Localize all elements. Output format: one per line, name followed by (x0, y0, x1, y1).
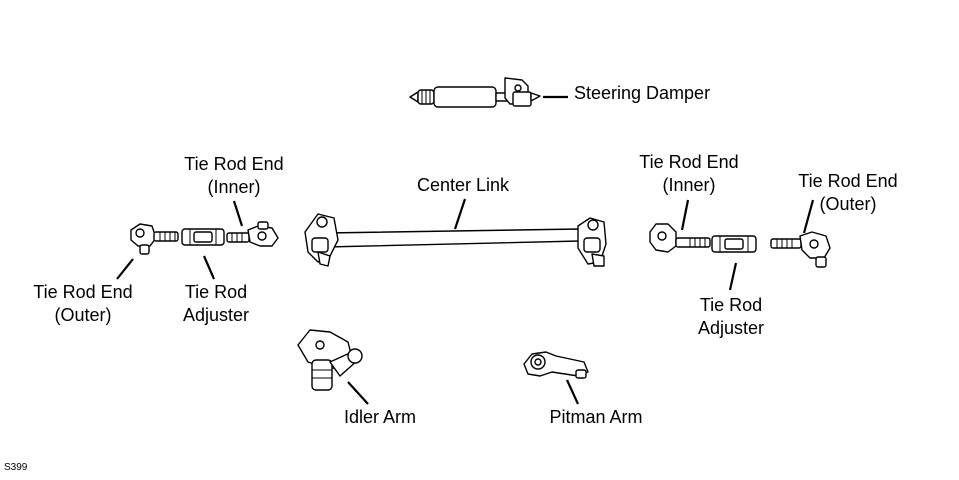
right-tie-rod-adjuster-part (711, 235, 757, 253)
left-tie-rod-adjuster-leader (202, 255, 216, 280)
right-tie-rod-adjuster-label: Tie Rod Adjuster (698, 294, 764, 340)
idler-arm-label: Idler Arm (343, 407, 417, 427)
label-line: Tie Rod End (184, 154, 284, 174)
figure-code: S399 (4, 462, 28, 473)
left-tie-rod-adjuster-part (181, 228, 225, 246)
left-tie-rod-adjuster-label: Tie Rod Adjuster (183, 281, 249, 327)
label-line: (Outer) (819, 194, 877, 214)
label-line: Tie Rod (699, 295, 763, 315)
right-tie-rod-end-inner-leader (680, 199, 690, 231)
left-tie-rod-end-outer-leader (116, 258, 134, 280)
left-tie-rod-end-outer-label: Tie Rod End (Outer) (33, 281, 132, 327)
right-tie-rod-end-outer-part (770, 231, 831, 268)
label-line: Tie Rod End (33, 282, 133, 302)
right-tie-rod-adjuster-leader (728, 262, 738, 291)
pitman-arm-part (523, 351, 589, 379)
idler-arm-leader (347, 381, 369, 405)
left-tie-rod-end-inner-leader (232, 200, 244, 227)
label-line: Tie Rod End (798, 171, 898, 191)
label-line: Adjuster (182, 305, 250, 325)
right-tie-rod-end-inner-label: Tie Rod End (Inner) (639, 151, 738, 197)
label-line: (Inner) (662, 175, 716, 195)
right-tie-rod-end-outer-leader (802, 199, 815, 234)
label-line: (Outer) (54, 305, 112, 325)
label-line: Tie Rod (184, 282, 248, 302)
label-line: (Inner) (207, 177, 261, 197)
steering-damper-label: Steering Damper (574, 83, 711, 103)
right-tie-rod-end-inner-part (649, 223, 711, 253)
center-link-leader (453, 198, 467, 230)
right-tie-rod-end-outer-label: Tie Rod End (Outer) (798, 170, 897, 216)
steering-damper-part (409, 77, 541, 108)
label-line: Tie Rod End (639, 152, 739, 172)
pitman-arm-label: Pitman Arm (549, 407, 643, 427)
left-tie-rod-end-inner-label: Tie Rod End (Inner) (184, 153, 283, 199)
center-link-label: Center Link (416, 175, 510, 195)
left-tie-rod-end-inner-part (226, 221, 279, 247)
idler-arm-part (297, 329, 363, 391)
center-link-part (304, 213, 607, 267)
left-tie-rod-end-outer-part (130, 223, 179, 255)
label-line: Adjuster (697, 318, 765, 338)
pitman-arm-leader (566, 379, 579, 405)
